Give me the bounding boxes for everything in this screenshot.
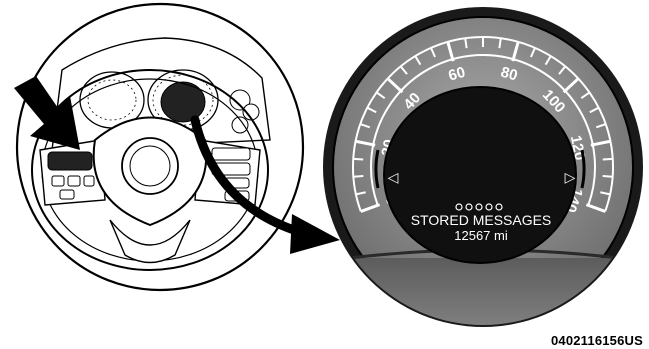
figure-code: 0402116156US	[551, 333, 643, 348]
minor-tick	[603, 176, 613, 177]
minor-tick	[353, 176, 363, 177]
speedometer-gauge: 020406080100120140 ◁ ▷ STORED MESSAGES 1…	[320, 7, 649, 348]
stored-messages-label: STORED MESSAGES	[411, 212, 552, 228]
steering-wheel-illustration	[14, 4, 303, 290]
odometer-readout: 12567 mi	[454, 228, 508, 243]
minor-tick	[353, 159, 363, 160]
minor-tick	[499, 38, 500, 48]
minor-tick	[603, 159, 613, 160]
left-arrow-icon: ◁	[388, 170, 399, 186]
minor-tick	[465, 38, 466, 48]
right-arrow-icon: ▷	[565, 170, 576, 186]
